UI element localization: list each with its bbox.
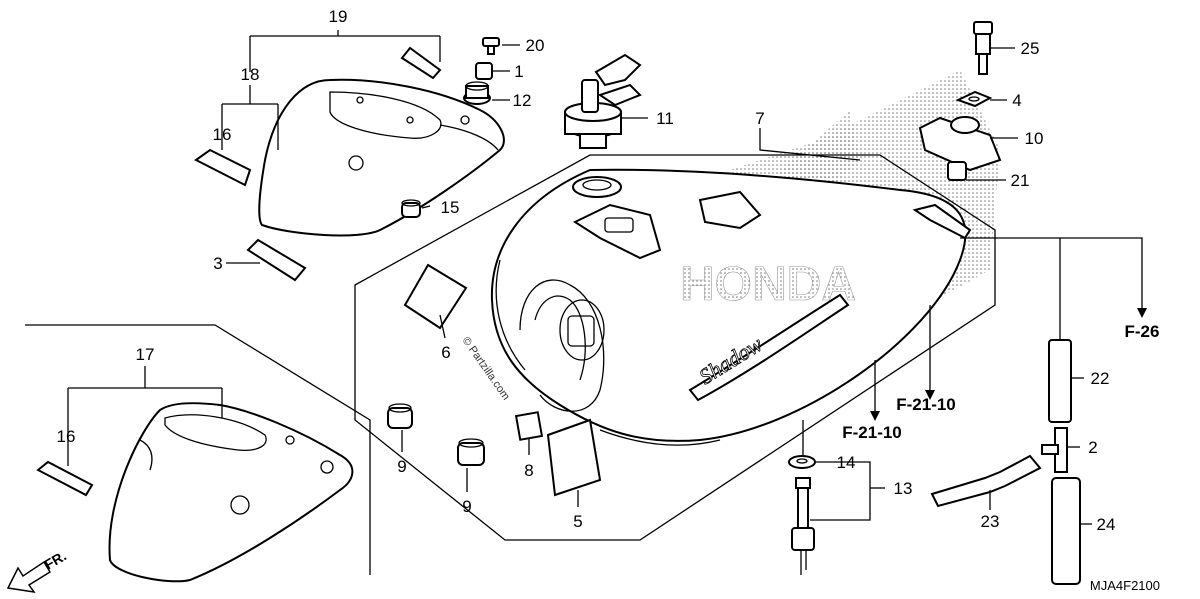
joint-2 xyxy=(1041,427,1068,473)
label-9a: 9 xyxy=(397,457,406,476)
label-16-upper: 16 xyxy=(213,125,232,144)
collar-21 xyxy=(947,161,967,181)
label-22: 22 xyxy=(1091,369,1110,388)
grommet-9b xyxy=(457,438,485,466)
collar-1 xyxy=(475,62,493,80)
label-6 xyxy=(403,263,468,330)
label-8: 8 xyxy=(524,461,533,480)
arrow-down-left-icon xyxy=(6,560,52,594)
front-direction-indicator: FR. xyxy=(6,547,69,594)
label-6: 6 xyxy=(441,343,450,362)
strip-19 xyxy=(400,46,442,80)
ref-arrow-f2110b xyxy=(870,411,880,421)
label-24: 24 xyxy=(1097,515,1116,534)
label-9b: 9 xyxy=(462,497,471,516)
grommet-15 xyxy=(401,199,421,218)
label-3: 3 xyxy=(213,254,222,273)
diagram-code: MJA4F2100 xyxy=(1090,578,1160,593)
fuel-tank xyxy=(490,168,972,446)
mount-rubber-10 xyxy=(918,116,1002,172)
tube-23 xyxy=(930,454,1042,508)
ref-arrow-f2110a xyxy=(925,390,935,400)
label-12: 12 xyxy=(513,91,532,110)
sheet-5 xyxy=(546,418,602,497)
leader-lines xyxy=(67,30,1092,525)
lower-meter-cover xyxy=(108,402,354,583)
tube-22 xyxy=(1048,339,1072,423)
grommet-12 xyxy=(463,81,491,105)
ref-f21-10-lower[interactable]: F-21-10 xyxy=(842,423,902,442)
label-18: 18 xyxy=(241,65,260,84)
fuel-cap-11 xyxy=(564,53,642,149)
ref-line-f26 xyxy=(960,237,1143,310)
label-17: 17 xyxy=(136,345,155,364)
ref-arrow-f26 xyxy=(1137,308,1147,318)
label-13: 13 xyxy=(894,479,913,498)
label-2: 2 xyxy=(1088,438,1097,457)
strip-3 xyxy=(246,238,307,282)
bolt-25 xyxy=(973,21,993,75)
label-1: 1 xyxy=(514,62,523,81)
panel-divider xyxy=(25,324,371,575)
tube-24 xyxy=(1051,477,1081,585)
ref-f21-10-upper[interactable]: F-21-10 xyxy=(896,395,956,414)
label-4: 4 xyxy=(1012,91,1021,110)
label-23: 23 xyxy=(981,512,1000,531)
label-11: 11 xyxy=(656,109,674,128)
label-15: 15 xyxy=(441,198,460,217)
packing-14 xyxy=(788,455,816,469)
label-5: 5 xyxy=(573,512,582,531)
fuel-level-sensor-13 xyxy=(791,477,815,575)
assembly-outline xyxy=(354,154,996,541)
label-19: 19 xyxy=(329,7,348,26)
label-20: 20 xyxy=(526,36,545,55)
ref-f26[interactable]: F-26 xyxy=(1125,322,1160,341)
cushion-16-lower xyxy=(36,460,94,497)
label-8 xyxy=(514,411,544,441)
label-10: 10 xyxy=(1025,129,1044,148)
label-16-lower: 16 xyxy=(57,427,76,446)
label-21: 21 xyxy=(1011,171,1030,190)
label-7: 7 xyxy=(755,109,764,128)
grommet-9a xyxy=(387,403,413,429)
label-25: 25 xyxy=(1021,39,1040,58)
washer-4 xyxy=(955,90,993,108)
label-14: 14 xyxy=(837,453,856,472)
honda-logo-text: HONDA xyxy=(680,258,856,311)
upper-meter-cover xyxy=(258,78,505,237)
screw-20 xyxy=(482,37,500,55)
cushion-16-upper xyxy=(194,148,252,187)
